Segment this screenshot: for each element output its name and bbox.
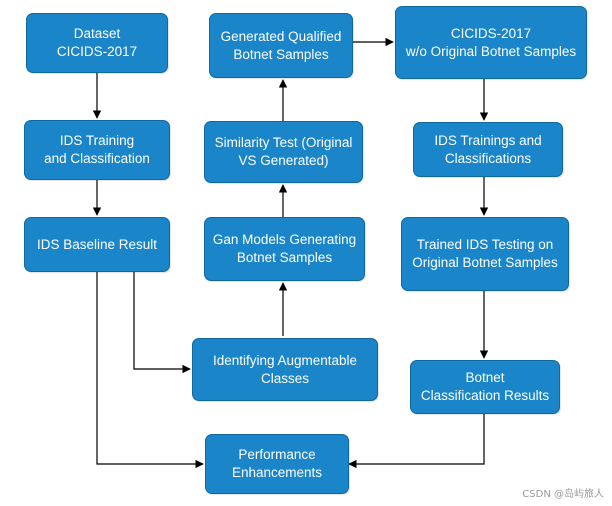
node-ids-baseline-result: IDS Baseline Result xyxy=(24,217,170,272)
node-performance-enhancements: Performance Enhancements xyxy=(205,434,349,494)
node-identifying-augmentable-classes: Identifying Augmentable Classes xyxy=(192,338,378,401)
node-cicids-without-botnet: CICIDS-2017 w/o Original Botnet Samples xyxy=(395,6,587,79)
watermark: CSDN @岛屿旅人 xyxy=(522,489,604,500)
edge-results-to-performance xyxy=(348,414,485,469)
node-trained-ids-testing: Trained IDS Testing on Original Botnet S… xyxy=(401,217,569,291)
node-dataset: Dataset CICIDS-2017 xyxy=(26,13,168,73)
node-generated-qualified-samples: Generated Qualified Botnet Samples xyxy=(209,13,353,78)
node-botnet-classification-results: Botnet Classification Results xyxy=(410,360,560,414)
node-gan-models: Gan Models Generating Botnet Samples xyxy=(204,217,365,281)
node-ids-trainings-classifications: IDS Trainings and Classifications xyxy=(413,122,563,177)
edge-baseline-to-performance xyxy=(96,272,204,469)
node-similarity-test: Similarity Test (Original VS Generated) xyxy=(204,121,363,183)
edge-baseline-to-identifying xyxy=(133,272,191,374)
node-ids-training: IDS Training and Classification xyxy=(24,120,170,180)
